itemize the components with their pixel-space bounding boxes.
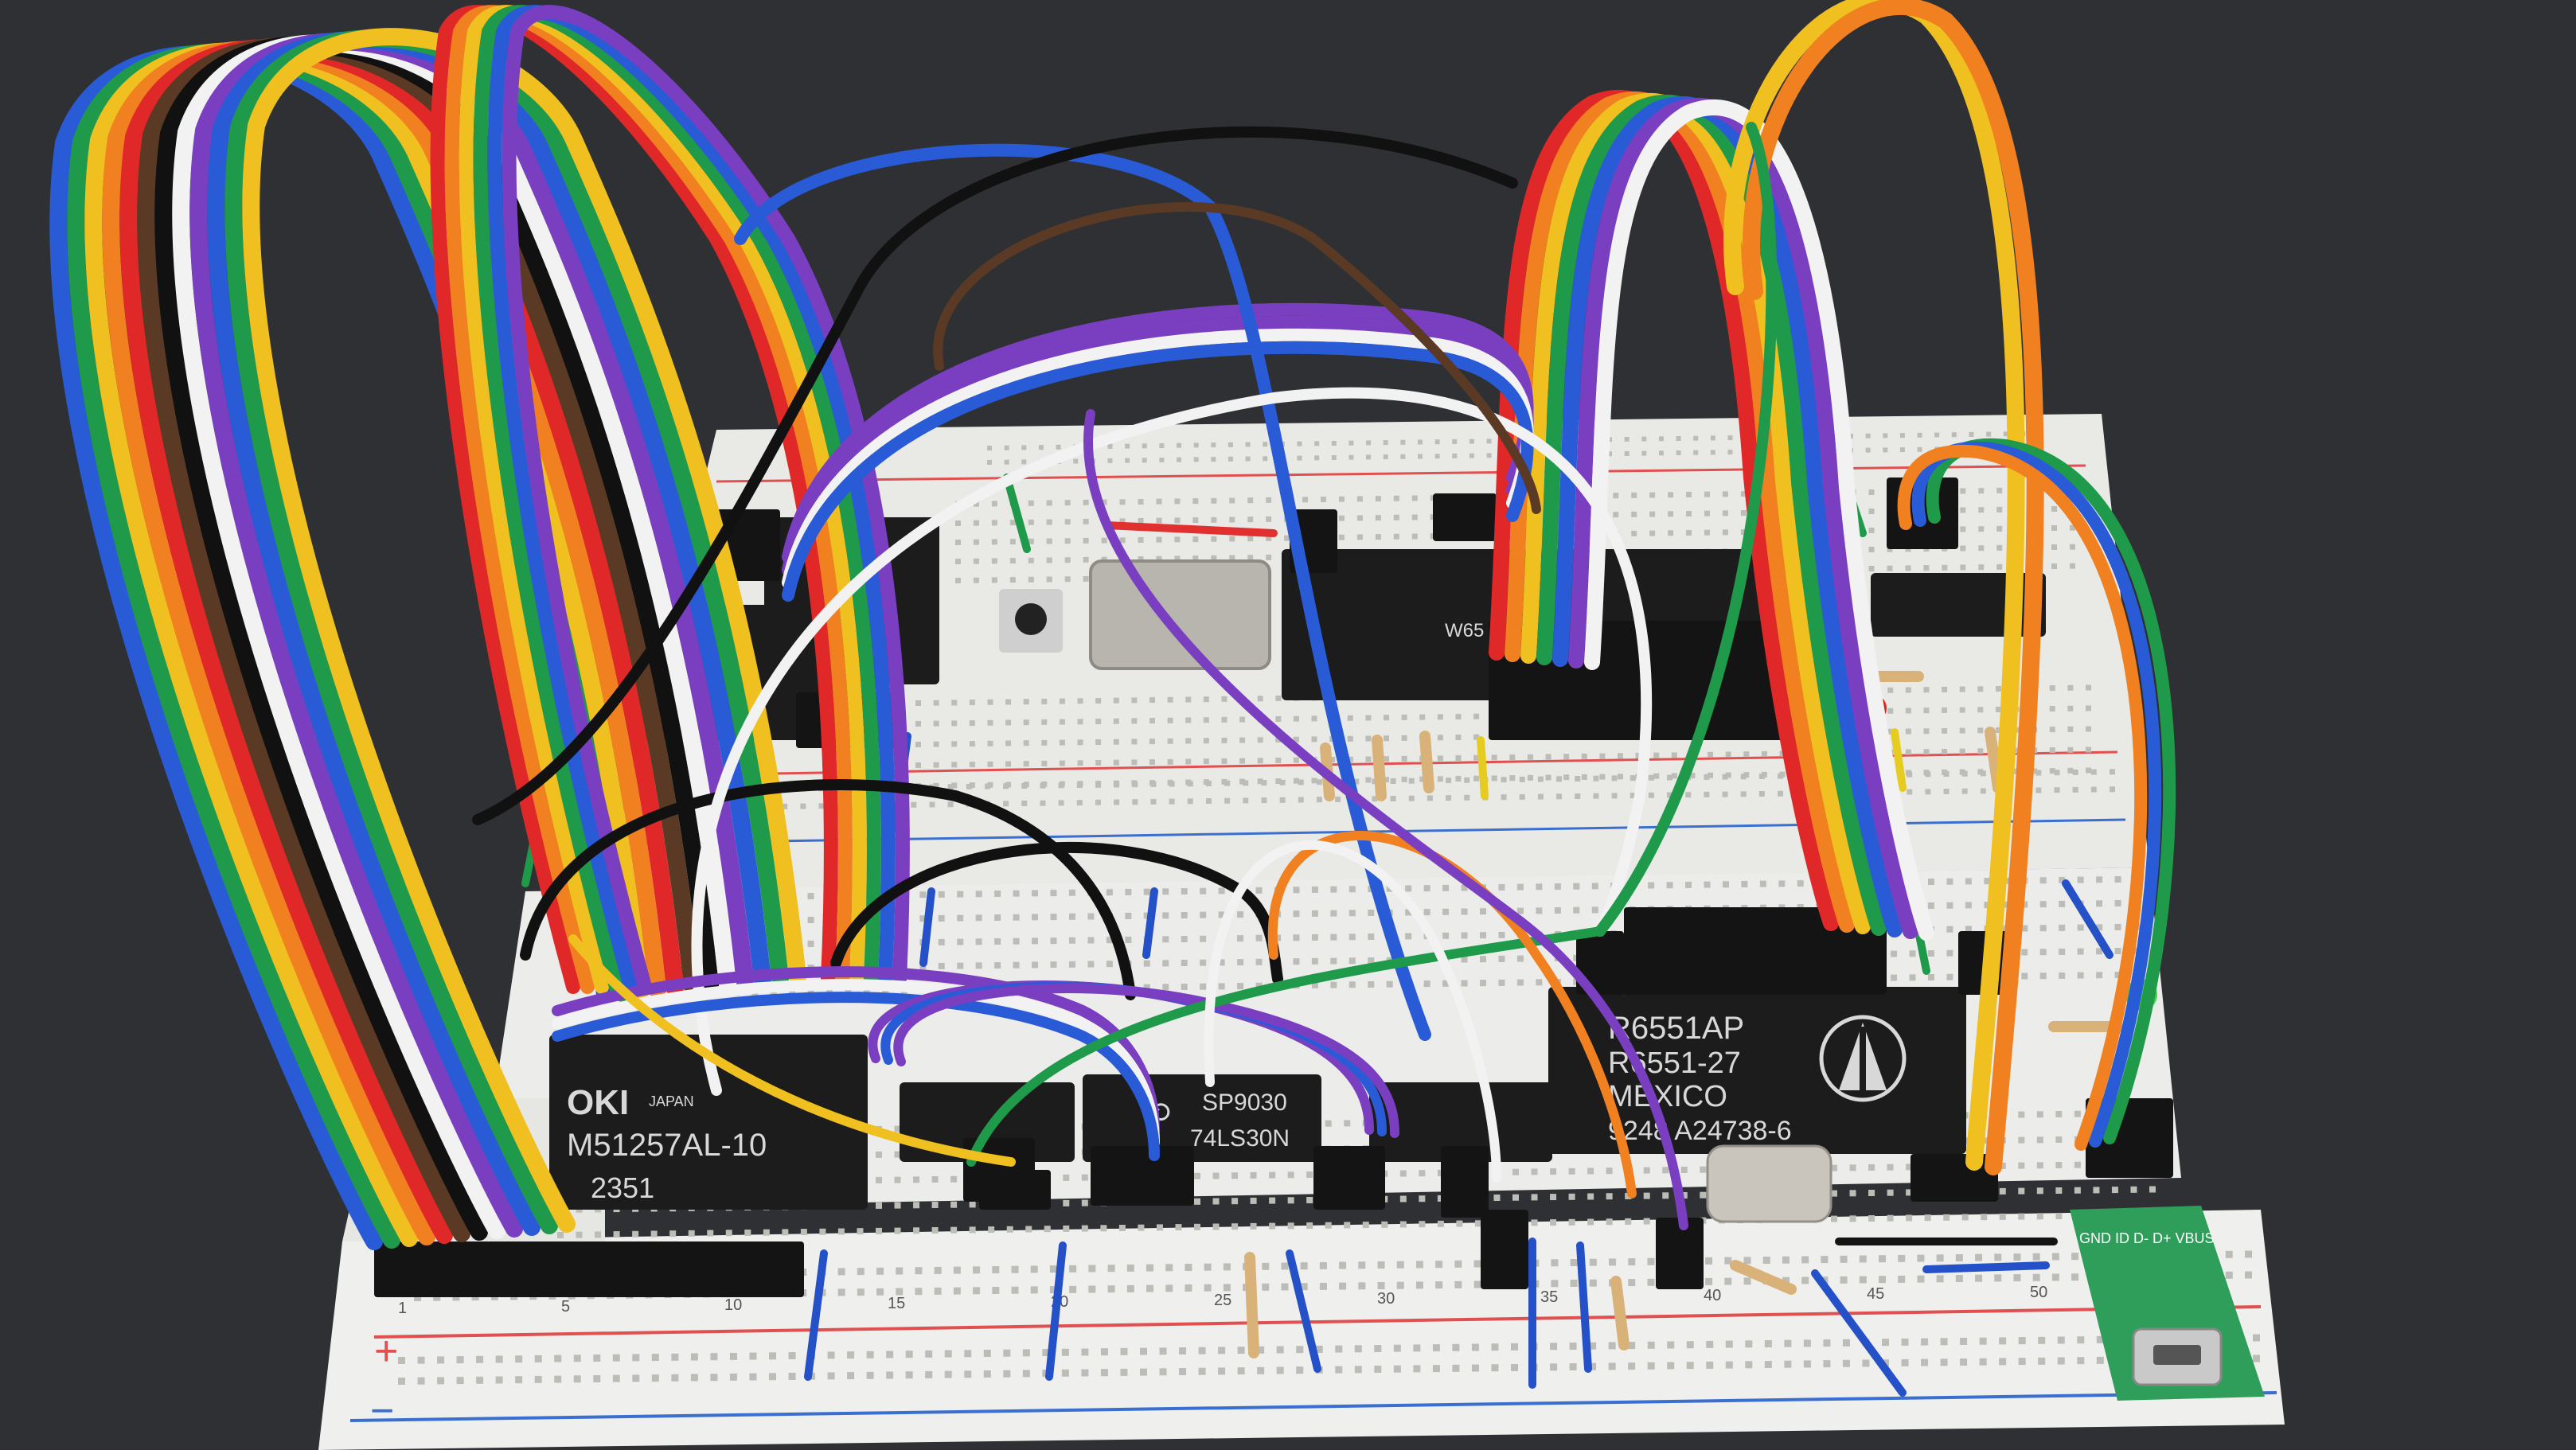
row-number: 5 bbox=[561, 1298, 570, 1316]
pin-header bbox=[374, 1241, 804, 1297]
ribbon-wire bbox=[734, 143, 1431, 1041]
row-number: 10 bbox=[724, 1296, 742, 1314]
jumper-wires bbox=[49, 0, 2176, 1250]
ribbon-wire bbox=[1505, 92, 1855, 933]
ram-date: 2351 bbox=[591, 1171, 654, 1204]
short-jumper bbox=[804, 1249, 828, 1381]
pin-header bbox=[1313, 1146, 1385, 1210]
ribbon-wire bbox=[933, 202, 1541, 514]
short-jumper bbox=[1811, 1269, 1907, 1397]
ribbon-wire bbox=[1489, 90, 1839, 931]
rail-plus-label: + bbox=[374, 1328, 398, 1374]
resistor bbox=[1730, 1260, 1797, 1295]
pin-header bbox=[1091, 1146, 1194, 1206]
short-jumper bbox=[919, 887, 935, 967]
crystal-oscillator bbox=[1089, 559, 1271, 670]
pin-header bbox=[1656, 1218, 1704, 1289]
pin-header bbox=[1481, 1210, 1528, 1289]
rail-red-line bbox=[373, 1305, 2262, 1339]
nand-line2: 74LS30N bbox=[1190, 1125, 1290, 1152]
ribbon-wire bbox=[1083, 409, 1688, 1230]
row-numbers: 1510152025303540455055 bbox=[398, 1282, 2211, 1317]
ribbon-wire bbox=[1204, 840, 1501, 1183]
resistor bbox=[1610, 1276, 1630, 1351]
pin-header bbox=[979, 1170, 1051, 1210]
ram-brand: OKI bbox=[567, 1083, 629, 1122]
ribbon-wire bbox=[691, 387, 1653, 1096]
resistor bbox=[1372, 735, 1387, 801]
passive-components bbox=[521, 458, 2123, 1397]
ribbon-wire bbox=[520, 779, 1136, 1000]
ribbon-wire bbox=[966, 926, 1605, 1167]
row-number: 50 bbox=[2030, 1284, 2047, 1301]
chip-upper-right bbox=[1871, 573, 2046, 637]
chip-ram bbox=[549, 1035, 868, 1210]
ribbon-wire bbox=[1584, 99, 1934, 941]
ram-part: M51257AL-10 bbox=[567, 1128, 767, 1163]
row-number: 35 bbox=[1540, 1288, 1558, 1306]
usb-breakout-board: GND ID D- D+ VBUS bbox=[2070, 1206, 2265, 1401]
short-jumper bbox=[1922, 1261, 2050, 1273]
acia-line1: R6551AP bbox=[1608, 1011, 1744, 1046]
short-jumper bbox=[1576, 1241, 1592, 1373]
short-jumper bbox=[1142, 887, 1158, 959]
short-jumper bbox=[1003, 474, 1031, 553]
crystal-small bbox=[1706, 1144, 1832, 1223]
ribbon-wire bbox=[1897, 444, 2148, 1151]
pin-header bbox=[1441, 1146, 1489, 1218]
rail-blue-line bbox=[349, 1391, 2277, 1422]
pin-header bbox=[1433, 493, 1497, 541]
ribbon-wire bbox=[893, 984, 1399, 1138]
short-jumper bbox=[1045, 1241, 1067, 1381]
chip-middle-right bbox=[1369, 1082, 1552, 1162]
usb-pin-labels: GND ID D- D+ VBUS bbox=[2079, 1230, 2215, 1246]
short-jumper bbox=[2062, 879, 2113, 959]
ribbon-wire bbox=[1743, 0, 2044, 1175]
acia-line4: 9248 A24738-6 bbox=[1608, 1116, 1792, 1146]
nand-line1: SP9030 bbox=[1202, 1089, 1287, 1116]
ribbon-wire bbox=[472, 127, 1518, 825]
resistor bbox=[1244, 1252, 1259, 1358]
ram-brand-sub: JAPAN bbox=[649, 1093, 694, 1109]
pin-header bbox=[1911, 1154, 1998, 1202]
resistor bbox=[1419, 731, 1434, 793]
short-jumper bbox=[1286, 1249, 1321, 1373]
row-number: 45 bbox=[1867, 1285, 1884, 1303]
ribbon-wire bbox=[502, 5, 910, 994]
ribbon-wire bbox=[552, 992, 1160, 1161]
short-jumper bbox=[1477, 736, 1489, 800]
row-number: 30 bbox=[1377, 1290, 1395, 1308]
row-number: 1 bbox=[398, 1300, 407, 1317]
row-number: 40 bbox=[1704, 1287, 1721, 1304]
row-number: 15 bbox=[888, 1295, 905, 1312]
ribbon-wire bbox=[1723, 0, 2025, 1171]
ribbon-wire bbox=[1520, 93, 1871, 934]
pin-header bbox=[1576, 931, 1624, 995]
ribbon-wire bbox=[568, 934, 1016, 1167]
cpu-label: W65 bbox=[1445, 620, 1484, 641]
short-jumper bbox=[1103, 521, 1278, 537]
acia-line3: MEXICO bbox=[1608, 1080, 1727, 1113]
short-jumper bbox=[1891, 728, 1907, 792]
rail-minus-label: − bbox=[370, 1388, 394, 1434]
ribbon-wire bbox=[1594, 122, 1778, 937]
acia-logo bbox=[1819, 1015, 1907, 1102]
row-number: 25 bbox=[1214, 1292, 1231, 1309]
ribbon-wire bbox=[242, 28, 806, 1233]
pin-header bbox=[1624, 907, 1887, 995]
